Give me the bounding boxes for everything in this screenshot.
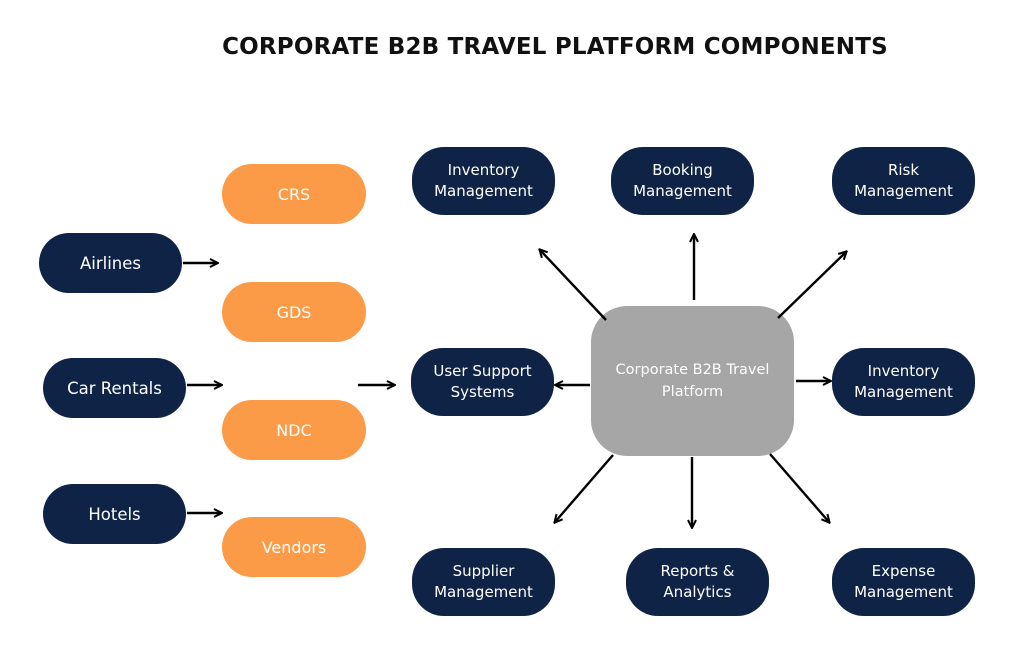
source-node-car-rentals: Car Rentals (43, 358, 186, 418)
component-label: Expense Management (854, 562, 953, 601)
component-node-inventory-management-top: Inventory Management (412, 147, 555, 215)
arrow-hub-to-expense (769, 453, 829, 522)
component-label: User Support Systems (433, 362, 532, 401)
channel-node-ndc: NDC (222, 400, 366, 460)
channel-node-crs: CRS (222, 164, 366, 224)
channel-label: CRS (277, 184, 311, 204)
component-node-supplier-management: Supplier Management (412, 548, 555, 616)
diagram-title: CORPORATE B2B TRAVEL PLATFORM COMPONENTS (222, 34, 888, 60)
component-label: Inventory Management (854, 362, 953, 401)
platform-hub-label: Corporate B2B Travel Platform (615, 362, 770, 400)
source-node-airlines: Airlines (39, 233, 182, 293)
channel-node-vendors: Vendors (222, 517, 366, 577)
component-node-reports-analytics: Reports & Analytics (626, 548, 769, 616)
source-label: Airlines (79, 253, 142, 273)
source-label: Hotels (88, 504, 141, 524)
channel-label: Vendors (261, 537, 327, 557)
arrow-hub-to-risk (777, 252, 846, 319)
component-label: Inventory Management (434, 161, 533, 200)
source-label: Car Rentals (67, 378, 162, 398)
arrow-hub-to-inventory-top (540, 250, 607, 321)
component-node-booking-management: Booking Management (611, 147, 754, 215)
component-label: Reports & Analytics (660, 562, 735, 601)
component-node-user-support-systems: User Support Systems (411, 348, 554, 416)
component-node-risk-management: Risk Management (832, 147, 975, 215)
source-node-hotels: Hotels (43, 484, 186, 544)
component-label: Booking Management (633, 161, 732, 200)
channel-node-gds: GDS (222, 282, 366, 342)
channel-label: NDC (276, 420, 312, 440)
component-node-expense-management: Expense Management (832, 548, 975, 616)
channel-label: GDS (276, 302, 312, 322)
platform-hub-node: Corporate B2B Travel Platform (591, 306, 794, 456)
arrow-hub-to-supplier (555, 454, 614, 522)
component-node-inventory-management-right: Inventory Management (832, 348, 975, 416)
component-label: Risk Management (854, 161, 953, 200)
component-label: Supplier Management (434, 562, 533, 601)
